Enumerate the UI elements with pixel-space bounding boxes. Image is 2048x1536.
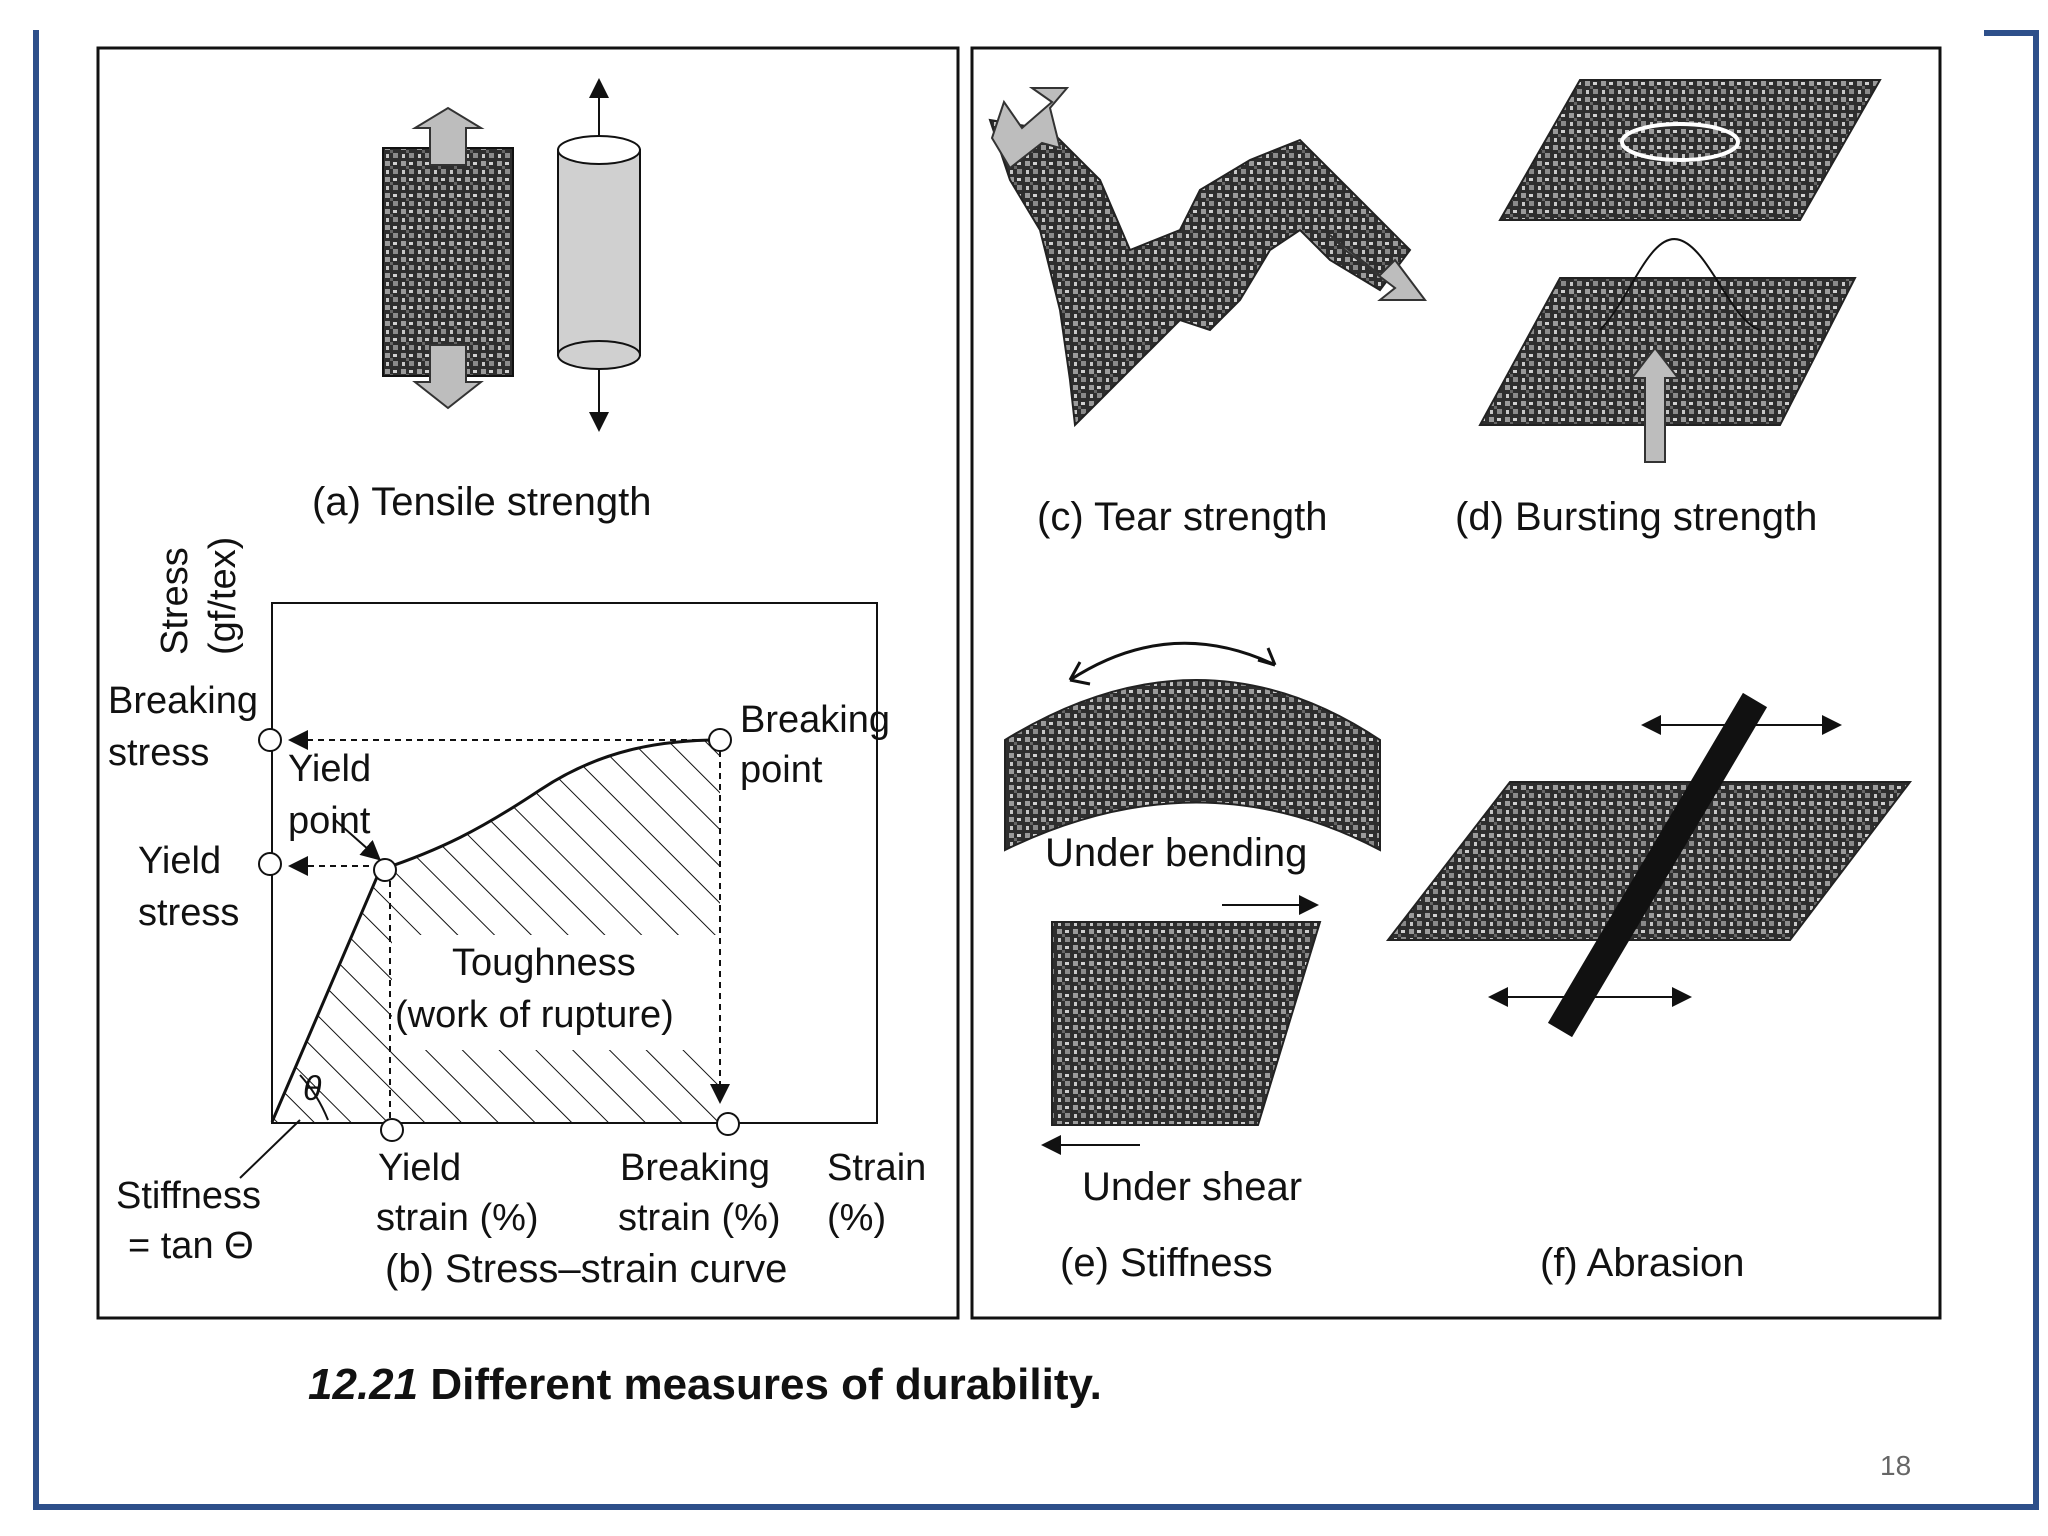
panel-e-label: (e) Stiffness bbox=[1060, 1241, 1273, 1285]
yield-point-pointer bbox=[334, 819, 381, 861]
tensile-down-arrow-icon bbox=[412, 344, 484, 410]
slide-number: 18 bbox=[1880, 1450, 1912, 1481]
y-axis-label-line-2: (gf/tex) bbox=[202, 537, 244, 655]
breaking-strain-marker bbox=[716, 1112, 740, 1136]
bending-fabric bbox=[1004, 679, 1381, 852]
toughness-area bbox=[272, 740, 720, 1122]
burst-pressure-arrow-icon bbox=[1629, 346, 1681, 463]
yield-stress-label-2: stress bbox=[138, 892, 239, 934]
bending-label: Under bending bbox=[1045, 831, 1307, 875]
figure-caption-text: Different measures of durability. bbox=[430, 1360, 1102, 1409]
yield-strain-marker bbox=[380, 1118, 404, 1142]
yield-point-label-2: point bbox=[288, 800, 371, 842]
panel-a-label: (a) Tensile strength bbox=[312, 480, 651, 524]
slide-frame-top-right bbox=[1984, 30, 2039, 36]
tensile-up-arrow-icon bbox=[411, 106, 485, 166]
theta-arc bbox=[299, 1074, 329, 1121]
shear-label: Under shear bbox=[1082, 1165, 1302, 1209]
abrasion-tool bbox=[1547, 692, 1768, 1038]
breaking-point-marker bbox=[708, 728, 732, 752]
panel-d-label: (d) Bursting strength bbox=[1455, 495, 1817, 539]
x-axis-label-1: Strain bbox=[827, 1147, 926, 1189]
x-axis-label-2: (%) bbox=[827, 1197, 886, 1239]
bending-arc-arrow bbox=[1069, 641, 1276, 682]
burst-hole bbox=[1620, 122, 1740, 162]
breaking-stress-label-1: Breaking bbox=[108, 680, 258, 722]
burst-bulge bbox=[1599, 238, 1761, 331]
tensile-fabric-strip bbox=[382, 147, 514, 377]
breaking-strain-label-2: strain (%) bbox=[618, 1197, 781, 1239]
figure-number: 12.21 bbox=[308, 1360, 419, 1409]
breaking-stress-marker bbox=[258, 728, 282, 752]
theta-label: θ bbox=[303, 1070, 322, 1108]
toughness-label-1: Toughness bbox=[452, 942, 636, 984]
yield-stress-marker bbox=[258, 852, 282, 876]
breaking-point-label-1: Breaking bbox=[740, 699, 890, 741]
bursting-illustration bbox=[1478, 79, 1882, 463]
yield-stress-label-1: Yield bbox=[138, 840, 221, 882]
breaking-point-label-2: point bbox=[740, 749, 823, 791]
yield-strain-label-1: Yield bbox=[378, 1147, 461, 1189]
breaking-strain-label-1: Breaking bbox=[620, 1147, 770, 1189]
panel-c-label: (c) Tear strength bbox=[1037, 495, 1328, 539]
panel-f-label: (f) Abrasion bbox=[1540, 1241, 1745, 1285]
left-panel-frame bbox=[96, 46, 960, 1320]
toughness-label-bg bbox=[392, 935, 722, 1050]
stiffness-label-2: = tan Θ bbox=[128, 1225, 254, 1267]
breaking-stress-label-2: stress bbox=[108, 732, 209, 774]
stress-strain-curve bbox=[270, 738, 721, 1123]
yield-point-label-1: Yield bbox=[288, 748, 371, 790]
slide-frame-right bbox=[2033, 30, 2039, 1510]
slide-frame-left bbox=[33, 30, 39, 1510]
shear-fabric bbox=[1051, 921, 1322, 1126]
panel-b-label: (b) Stress–strain curve bbox=[385, 1247, 787, 1291]
right-panel-frame bbox=[970, 46, 1942, 1320]
slide-frame-bottom bbox=[33, 1504, 2039, 1510]
yield-strain-label-2: strain (%) bbox=[376, 1197, 539, 1239]
y-axis-label-line-1: Stress bbox=[154, 547, 196, 655]
y-axis-label: Stress (gf/tex) bbox=[154, 537, 244, 655]
yield-point-marker bbox=[373, 858, 397, 882]
toughness-label-2: (work of rupture) bbox=[395, 994, 674, 1036]
tensile-yarn-cylinder bbox=[557, 78, 641, 432]
tear-upper-arrow-icon bbox=[990, 87, 1070, 170]
stiffness-label-1: Stiffness bbox=[116, 1175, 261, 1217]
abrasion-illustration bbox=[1385, 692, 1913, 1038]
figure-caption: 12.21 Different measures of durability. bbox=[308, 1360, 1102, 1410]
tensile-illustration bbox=[382, 78, 641, 432]
stiffness-pointer bbox=[239, 1119, 301, 1179]
stiffness-illustration bbox=[1004, 641, 1381, 1155]
stress-strain-chart bbox=[239, 602, 878, 1179]
tear-illustration bbox=[988, 87, 1427, 428]
tear-lower-arrow-icon bbox=[1329, 234, 1427, 301]
